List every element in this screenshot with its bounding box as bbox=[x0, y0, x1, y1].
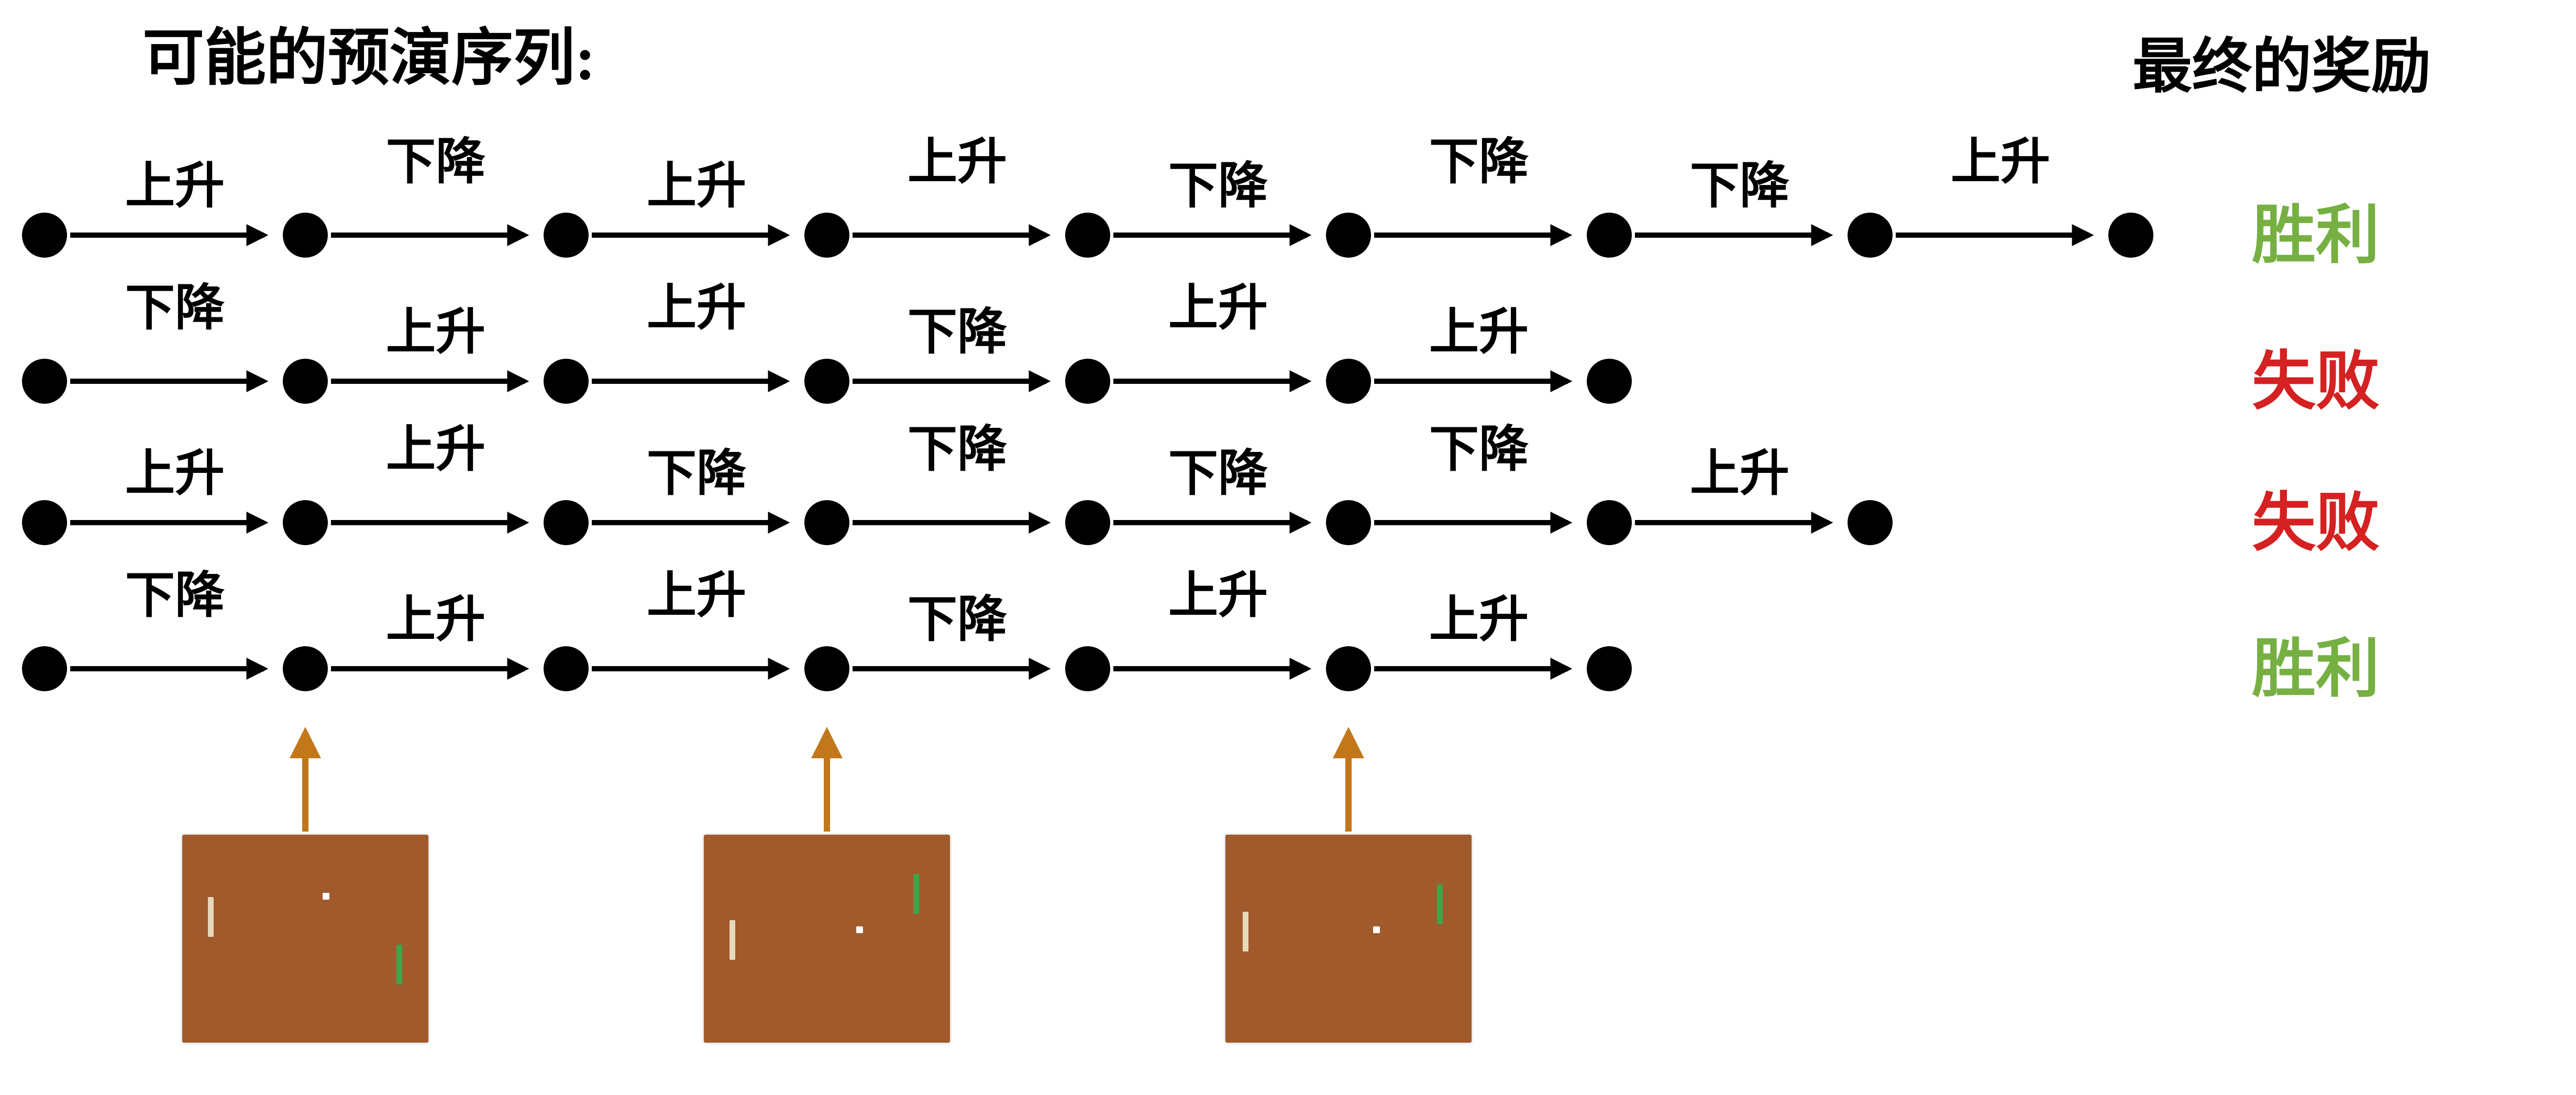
state-node bbox=[804, 500, 849, 545]
action-label: 上升 bbox=[125, 446, 225, 501]
reward-label: 失败 bbox=[2252, 347, 2380, 417]
left-paddle bbox=[1242, 911, 1248, 952]
state-node bbox=[1848, 213, 1893, 258]
game-ball bbox=[1373, 926, 1380, 933]
state-node bbox=[283, 646, 328, 691]
state-node bbox=[1326, 500, 1371, 545]
action-label: 上升 bbox=[125, 158, 225, 214]
action-label: 下降 bbox=[1429, 134, 1529, 190]
state-node bbox=[804, 646, 849, 691]
state-node bbox=[1848, 500, 1893, 545]
action-label: 上升 bbox=[386, 304, 485, 360]
state-node bbox=[283, 359, 328, 404]
left-paddle bbox=[208, 897, 214, 937]
state-node bbox=[1065, 359, 1110, 404]
action-label: 上升 bbox=[386, 422, 485, 477]
right-paddle bbox=[913, 874, 919, 914]
state-node bbox=[283, 213, 328, 258]
state-node bbox=[544, 646, 589, 691]
state-node bbox=[804, 359, 849, 404]
state-node bbox=[544, 500, 589, 545]
right-paddle bbox=[1437, 884, 1443, 925]
reward-column-header: 最终的奖励 bbox=[2132, 34, 2431, 100]
sequence-rows-layer: 上升下降上升上升下降下降下降上升胜利下降上升上升下降上升上升失败上升上升下降下降… bbox=[22, 134, 2380, 705]
action-label: 下降 bbox=[1168, 446, 1268, 501]
action-label: 下降 bbox=[908, 304, 1008, 360]
state-node bbox=[544, 359, 589, 404]
action-label: 上升 bbox=[1951, 134, 2050, 190]
pong-game-frame bbox=[1225, 835, 1472, 1043]
pong-game-frame bbox=[182, 835, 428, 1043]
state-node bbox=[1065, 213, 1110, 258]
state-node bbox=[22, 359, 67, 404]
state-node bbox=[1326, 646, 1371, 691]
pointer-arrows-layer bbox=[290, 727, 1364, 832]
game-ball bbox=[322, 893, 329, 900]
action-label: 下降 bbox=[908, 592, 1008, 647]
action-label: 上升 bbox=[1690, 446, 1789, 501]
action-label: 下降 bbox=[908, 422, 1008, 477]
action-label: 上升 bbox=[1168, 568, 1268, 623]
action-label: 下降 bbox=[125, 280, 225, 336]
action-label: 下降 bbox=[1690, 158, 1790, 214]
action-label: 下降 bbox=[1168, 158, 1268, 214]
pong-game-frame bbox=[704, 835, 950, 1043]
state-node bbox=[283, 500, 328, 545]
state-node bbox=[1587, 500, 1632, 545]
state-node bbox=[22, 500, 67, 545]
page-title: 可能的预演序列: bbox=[142, 24, 596, 93]
state-node bbox=[1326, 359, 1371, 404]
state-node bbox=[1065, 646, 1110, 691]
action-label: 上升 bbox=[1429, 304, 1529, 360]
left-paddle bbox=[729, 920, 736, 960]
reward-label: 胜利 bbox=[2252, 201, 2380, 271]
action-label: 下降 bbox=[1429, 422, 1529, 477]
action-label: 上升 bbox=[1429, 592, 1529, 647]
action-label: 上升 bbox=[647, 568, 746, 623]
state-node bbox=[1587, 213, 1632, 258]
state-node bbox=[804, 213, 849, 258]
action-label: 上升 bbox=[908, 134, 1007, 190]
action-label: 上升 bbox=[647, 158, 746, 214]
state-node bbox=[1065, 500, 1110, 545]
game-ball bbox=[856, 926, 864, 933]
action-label: 下降 bbox=[125, 568, 225, 623]
state-node bbox=[1326, 213, 1371, 258]
state-node bbox=[544, 213, 589, 258]
action-label: 上升 bbox=[1168, 280, 1268, 336]
state-node bbox=[22, 646, 67, 691]
state-node bbox=[1587, 646, 1632, 691]
action-label: 上升 bbox=[386, 592, 485, 647]
state-node bbox=[1587, 359, 1632, 404]
state-node bbox=[2108, 213, 2153, 258]
right-paddle bbox=[396, 945, 402, 985]
action-label: 上升 bbox=[647, 280, 746, 336]
state-node bbox=[22, 213, 67, 258]
action-label: 下降 bbox=[386, 134, 486, 190]
action-label: 下降 bbox=[647, 446, 747, 501]
reward-label: 胜利 bbox=[2252, 634, 2380, 705]
reward-label: 失败 bbox=[2252, 488, 2380, 559]
